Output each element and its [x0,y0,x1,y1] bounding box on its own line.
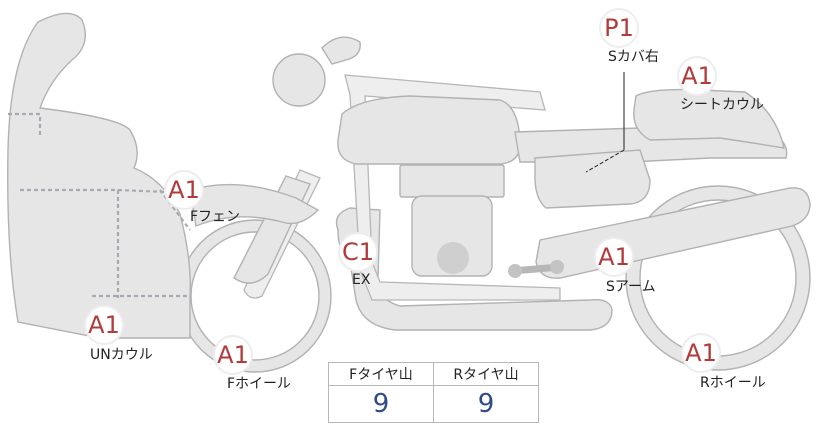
label-under-cowl: UNカウル [90,347,153,363]
handlebar [321,36,361,65]
label-exhaust: EX [352,272,371,288]
marker-ring [599,8,639,48]
marker-ring [681,333,721,373]
marker-code: A1 [685,339,717,367]
linkage-pivot-2 [550,260,564,274]
side-cover-part [534,149,651,209]
front-fender-part [189,183,320,227]
marker-swing-arm[interactable]: A1 [594,237,634,277]
marker-code: A1 [598,243,630,271]
engine-cover [437,242,469,274]
label-side-cover: Sカバ右 [608,49,659,65]
rear-tire-value: 9 [433,385,539,423]
marker-ring [164,170,204,210]
front-cowl [7,12,191,339]
marker-ring [594,237,634,277]
label-swing-arm: Sアーム [606,279,656,295]
marker-seat-cowl[interactable]: A1 [677,56,717,96]
marker-code: A1 [681,62,713,90]
side-cover-leader-2 [585,149,625,173]
marker-code: A1 [88,311,120,339]
marker-under-cowl[interactable]: A1 [84,305,124,345]
label-front-wheel: Fホイール [227,376,292,392]
label-seat-cowl: シートカウル [680,97,764,113]
marker-code: P1 [604,14,634,42]
tire-tread-table: Fタイヤ山 Rタイヤ山 9 9 [328,362,539,423]
front-tire-header: Fタイヤ山 [328,362,434,386]
marker-ring [677,56,717,96]
engine-cylinder [411,195,493,277]
marker-ring [338,232,378,272]
marker-code: C1 [341,238,375,266]
marker-ring [213,335,253,375]
label-front-fender: Fフェン [190,209,241,225]
marker-side-cover[interactable]: P1 [599,8,639,48]
engine-block [399,164,505,198]
fuel-tank [337,95,521,165]
label-rear-wheel: Rホイール [700,375,766,391]
headlight-part [272,53,326,107]
marker-exhaust[interactable]: C1 [338,232,378,272]
seat-cowl-part [633,88,785,149]
marker-front-fender[interactable]: A1 [164,170,204,210]
marker-front-wheel[interactable]: A1 [213,335,253,375]
under-cowl-outline [8,112,191,298]
marker-ring [84,305,124,345]
linkage-pivot-1 [508,264,522,278]
marker-rear-wheel[interactable]: A1 [681,333,721,373]
marker-code: A1 [168,176,200,204]
rear-tire-header: Rタイヤ山 [433,362,539,386]
marker-code: A1 [217,341,249,369]
front-tire-value: 9 [328,385,434,423]
